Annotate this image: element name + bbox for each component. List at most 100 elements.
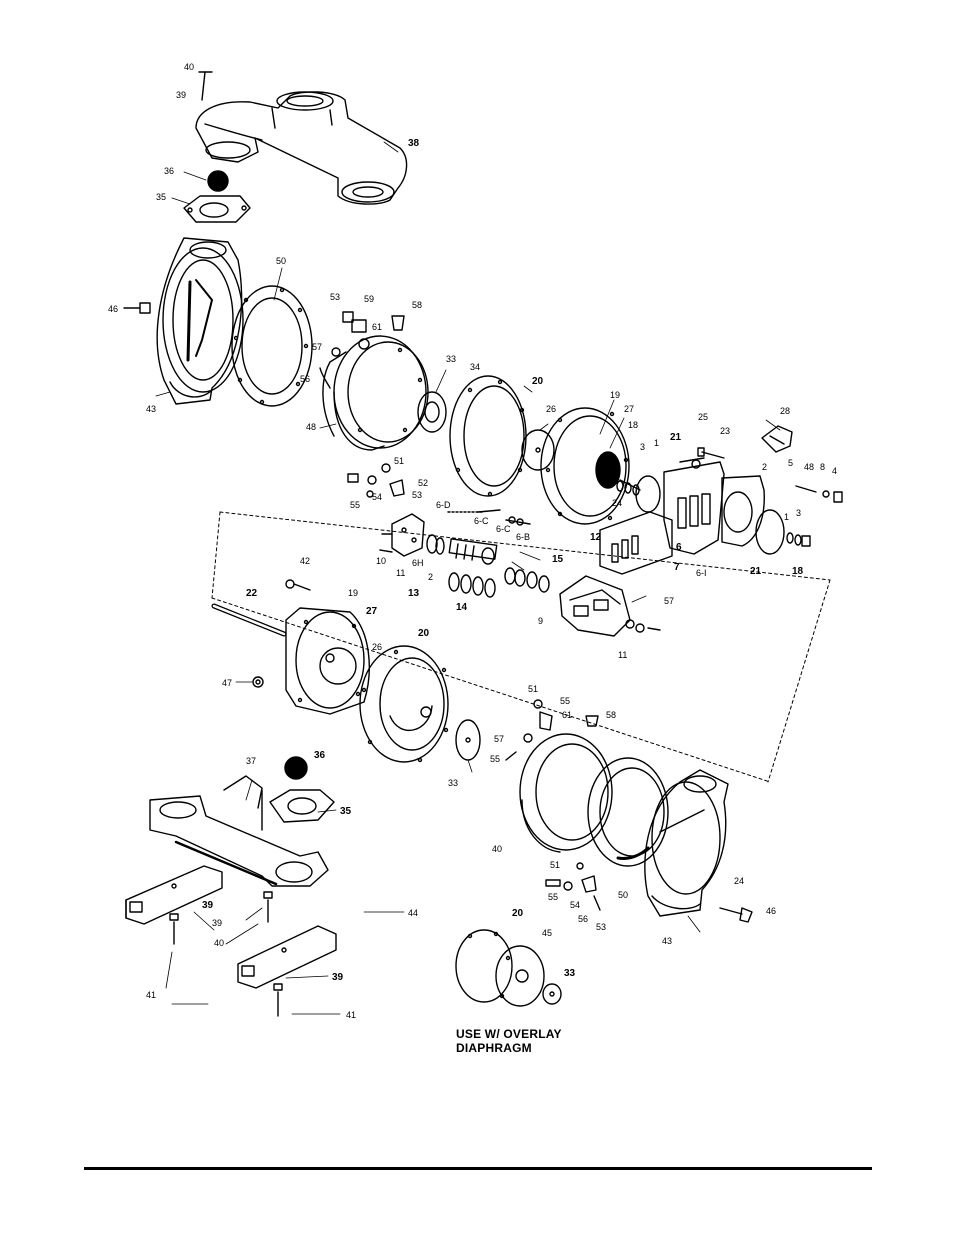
callout: 51 <box>394 456 404 466</box>
overlay-50-lower <box>587 757 669 867</box>
callout: 41 <box>346 1010 356 1020</box>
callout: 42 <box>300 556 310 566</box>
callout: 39 <box>202 900 214 911</box>
callout: 18 <box>792 566 804 577</box>
callout: 27 <box>624 404 634 414</box>
callout: 21 <box>670 432 682 443</box>
callout: 6-B <box>516 532 530 542</box>
callout: 27 <box>366 606 378 617</box>
callout-labels: 40 39 38 36 35 50 46 43 53 59 61 58 57 5… <box>108 62 837 1020</box>
callout: 57 <box>664 596 674 606</box>
callout: 47 <box>222 678 232 688</box>
callout: 48 <box>306 422 316 432</box>
callout: 19 <box>610 390 620 400</box>
callout: 20 <box>512 908 524 919</box>
callout: 22 <box>246 588 258 599</box>
callout: 33 <box>564 968 576 979</box>
callout: 24 <box>734 876 744 886</box>
callout: 19 <box>348 588 358 598</box>
fitting-28 <box>761 425 793 453</box>
callout: 38 <box>408 138 420 149</box>
nut-47 <box>252 676 264 688</box>
connecting-rod-22 <box>211 603 287 637</box>
seal-rings-right <box>786 532 811 547</box>
valve-seat-upper <box>183 195 251 223</box>
callout: 1 <box>654 438 659 448</box>
callout: 53 <box>596 922 606 932</box>
callout: 36 <box>164 166 174 176</box>
callout: 43 <box>146 404 156 414</box>
gasket-21-right <box>755 509 785 555</box>
orings-14 <box>448 572 496 598</box>
callout: 6-D <box>436 500 451 510</box>
callout: 44 <box>408 908 418 918</box>
manifold-bolt <box>198 71 213 101</box>
foot-bracket-right <box>237 925 337 989</box>
plate-33-lower <box>455 719 481 761</box>
callout: 15 <box>552 554 564 565</box>
callout: 57 <box>494 734 504 744</box>
piston-plate-26 <box>521 429 555 471</box>
air-chamber-lower <box>285 607 370 715</box>
callout: 20 <box>418 628 430 639</box>
callout: 14 <box>456 602 468 613</box>
callout: 43 <box>662 936 672 946</box>
end-cap-2 <box>721 475 765 547</box>
callout: 34 <box>470 362 480 372</box>
callout: 54 <box>372 492 382 502</box>
callout: 24 <box>612 498 622 508</box>
parts-51-56-lower <box>545 862 601 911</box>
inner-plate-34 <box>417 391 447 433</box>
gasket-21-upper <box>635 475 661 513</box>
callout: 59 <box>364 294 374 304</box>
callout: 52 <box>418 478 428 488</box>
callout: 21 <box>750 566 762 577</box>
fitting-cluster-upper <box>319 311 405 389</box>
intake-manifold <box>149 775 329 887</box>
callout: 1 <box>784 512 789 522</box>
valve-ball-lower <box>284 756 308 780</box>
callout: 33 <box>446 354 456 364</box>
callout: 20 <box>532 376 544 387</box>
bolt-46 <box>123 302 151 314</box>
callout: 56 <box>578 914 588 924</box>
callout: 6-I <box>696 568 707 578</box>
bolt-42 <box>285 579 311 591</box>
callout: 48 <box>804 462 814 472</box>
fitting-cluster-lower <box>505 699 599 761</box>
callout: 55 <box>490 754 500 764</box>
callout: 26 <box>372 642 382 652</box>
callout: 2 <box>762 462 767 472</box>
callout: 45 <box>542 928 552 938</box>
callout: 6-C <box>474 516 489 526</box>
footer-rule <box>84 1167 872 1170</box>
callout: 7 <box>674 562 680 573</box>
discharge-manifold <box>195 91 408 205</box>
pilot-valve-assembly <box>379 513 445 557</box>
callout: 39 <box>332 972 344 983</box>
callout: 55 <box>350 500 360 510</box>
callout: 25 <box>698 412 708 422</box>
callout: 40 <box>184 62 194 72</box>
callout: 40 <box>492 844 502 854</box>
bolts-feet <box>169 891 283 1017</box>
callout: 58 <box>412 300 422 310</box>
overlay-diaphragm-inset <box>455 929 562 1007</box>
callout: 26 <box>546 404 556 414</box>
dashed-rods <box>447 509 531 526</box>
callout: 55 <box>548 892 558 902</box>
callout: 61 <box>562 710 572 720</box>
callout: 18 <box>628 420 638 430</box>
spool-parts-right <box>504 567 550 593</box>
callout: 12 <box>590 532 602 543</box>
callout: 53 <box>330 292 340 302</box>
callout: 39 <box>176 90 186 100</box>
callout: 13 <box>408 588 420 599</box>
callout: 51 <box>550 860 560 870</box>
callout: 35 <box>340 806 352 817</box>
callout: 5 <box>788 458 793 468</box>
valve-body-block <box>663 457 725 555</box>
callout: 39 <box>212 918 222 928</box>
small-parts-51-55 <box>347 463 405 498</box>
